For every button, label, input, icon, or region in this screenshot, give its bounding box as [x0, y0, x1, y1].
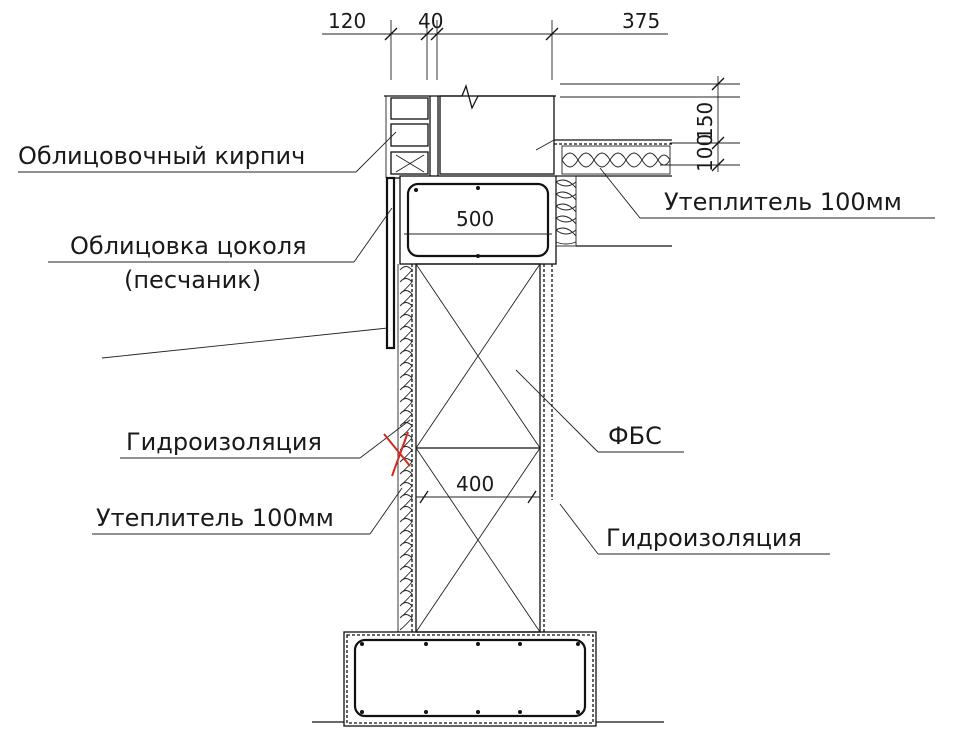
label-waterproofing-right: Гидроизоляция — [606, 524, 802, 552]
dimension-100: 100 — [693, 134, 717, 172]
rebar-dot — [518, 642, 522, 646]
dimension-400: 400 — [456, 472, 494, 496]
label-insulation-top: Утеплитель 100мм — [664, 188, 902, 216]
ring-beam-500: 500 — [399, 175, 557, 265]
footing-slab — [312, 631, 664, 727]
label-insulation-left: Утеплитель 100мм — [96, 504, 334, 532]
leader-lines — [18, 131, 935, 555]
footing-rebars — [360, 642, 580, 714]
rebar-dot — [360, 710, 364, 714]
rebar-dot — [476, 710, 480, 714]
fbs-block-wall: 400 — [415, 263, 541, 633]
rebar-dot — [518, 710, 522, 714]
label-plinth-facing-material: (песчаник) — [124, 266, 261, 294]
label-fbs: ФБС — [608, 422, 662, 450]
rebar-dot — [424, 642, 428, 646]
top-dimension-chain: 120 40 375 — [322, 9, 668, 80]
dimension-375: 375 — [622, 9, 660, 33]
dimension-40: 40 — [418, 9, 443, 33]
dimension-120: 120 — [328, 9, 366, 33]
dimension-150: 150 — [693, 102, 717, 140]
label-waterproofing-left: Гидроизоляция — [126, 428, 322, 456]
insulation-left-wall — [397, 264, 413, 632]
rebar-dot — [576, 710, 580, 714]
rebar-dot — [576, 642, 580, 646]
rebar-dot — [476, 642, 480, 646]
label-plinth-facing: Облицовка цоколя — [70, 232, 307, 260]
label-facing-brick: Облицовочный кирпич — [18, 142, 305, 170]
right-side-dimension-chain: 150 100 — [560, 76, 740, 172]
dimension-500: 500 — [456, 207, 494, 231]
insulation-right-wall — [555, 175, 672, 247]
rebar-dot — [360, 642, 364, 646]
floor-insulation — [561, 145, 671, 175]
plinth-facing-sandstone — [385, 176, 400, 350]
rebar-dot — [424, 710, 428, 714]
red-cross-mark — [383, 431, 411, 477]
